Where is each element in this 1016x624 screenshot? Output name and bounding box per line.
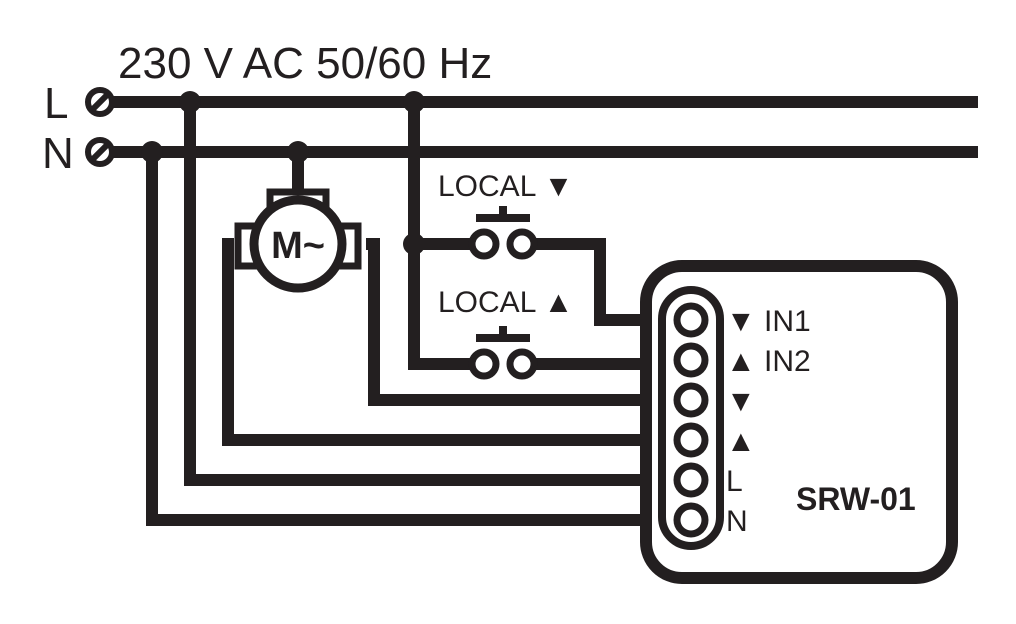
motor-label: M~ <box>271 225 325 267</box>
line-wire <box>184 102 670 486</box>
neutral-wire <box>146 152 670 526</box>
neutral-label: N <box>42 129 74 178</box>
terminal-label-n: N <box>726 505 748 538</box>
terminal-label-up: ▲ <box>726 425 756 458</box>
neutral-terminal-icon <box>85 137 115 167</box>
local-up-label: LOCAL ▲ <box>438 286 573 319</box>
switch-feed-wire <box>408 102 474 370</box>
line-terminal-icon <box>85 87 115 117</box>
line-label: L <box>44 79 68 128</box>
local-down-label: LOCAL ▼ <box>438 170 573 203</box>
terminal-label-l: L <box>726 465 743 498</box>
terminal-screws-icon <box>673 302 709 538</box>
motor-icon <box>234 188 362 293</box>
device-name: SRW-01 <box>796 481 916 517</box>
terminal-label-down: ▼ <box>726 385 756 418</box>
local-up-button-icon <box>468 326 538 380</box>
local-down-button-icon <box>468 206 538 260</box>
motor-up-wire <box>222 238 670 446</box>
in1-wire <box>532 238 670 326</box>
motor-down-wire <box>366 238 670 406</box>
terminal-label-in2: ▲ IN2 <box>726 345 811 378</box>
supply-voltage-label: 230 V AC 50/60 Hz <box>118 39 492 88</box>
terminal-label-in1: ▼ IN1 <box>726 305 811 338</box>
